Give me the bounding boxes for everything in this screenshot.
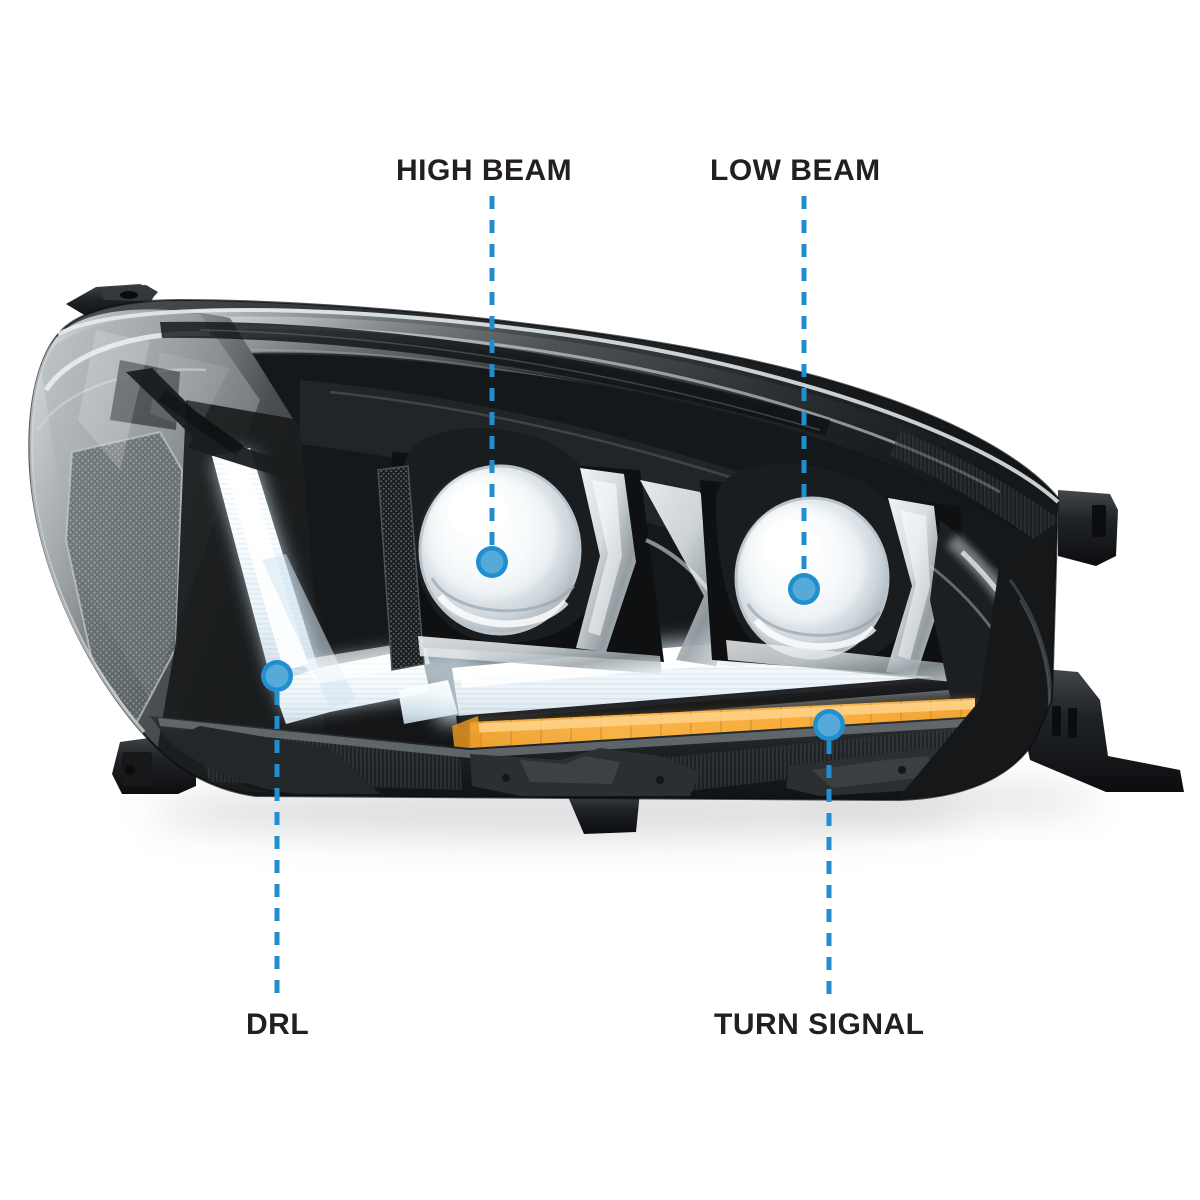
- internal-bracket-upper-left: [126, 368, 300, 482]
- mounting-tab-bottom-center: [566, 792, 640, 834]
- mounting-tab-top-left: [66, 284, 158, 322]
- high-beam-projector: [377, 428, 664, 674]
- side-reflector-textured: [64, 430, 184, 726]
- callout-label-turn-signal: TURN SIGNAL: [714, 1008, 925, 1041]
- low-beam-projector: [700, 464, 974, 684]
- center-bracket-detail: [470, 748, 700, 796]
- callout-leaders: [261, 196, 845, 996]
- callout-label-low-beam: LOW BEAM: [710, 154, 881, 187]
- callout-label-high-beam: HIGH BEAM: [396, 154, 573, 187]
- right-side-wall: [900, 520, 1058, 796]
- mounting-tab-bottom-right: [1010, 666, 1184, 792]
- headlight-body: [28, 298, 1060, 802]
- mounting-tab-right: [1058, 490, 1118, 566]
- callout-label-drl: DRL: [246, 1008, 310, 1041]
